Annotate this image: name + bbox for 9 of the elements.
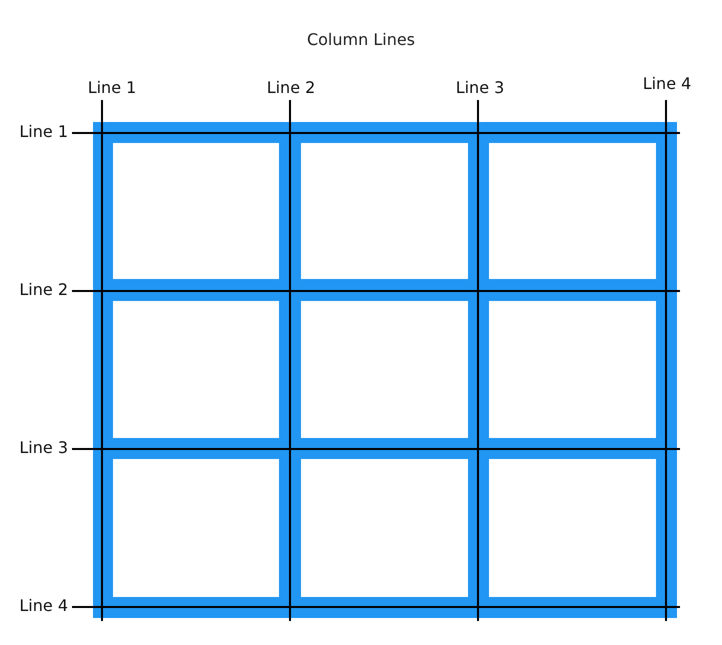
column-line-label: Line 4 [642,74,692,94]
column-line-label: Line 3 [456,78,504,98]
row-line-label: Line 1 [19,122,68,142]
row-line-label: Line 3 [19,438,68,458]
row-line-label: Line 2 [19,280,68,300]
diagram-title: Column Lines [306,30,416,49]
column-line-label: Line 1 [88,78,136,98]
column-line-label: Line 2 [266,78,316,98]
row-line-label: Line 4 [19,596,68,616]
